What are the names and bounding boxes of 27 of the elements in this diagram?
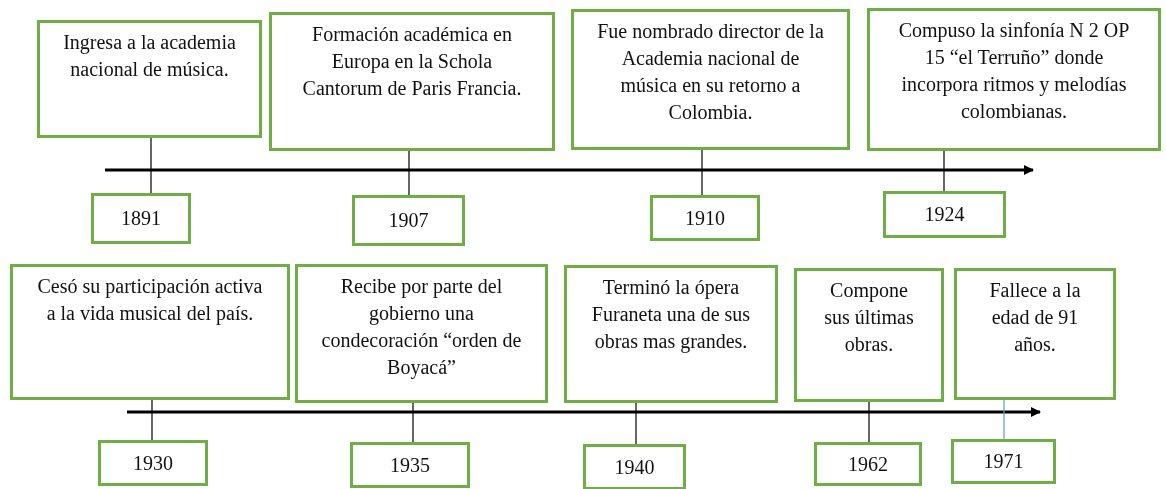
year-box: 1940 (583, 444, 686, 489)
connector-line (412, 402, 414, 443)
year-box: 1962 (814, 442, 922, 486)
event-box: Formación académica en Europa en la Schola Cantorum de Paris Francia. (269, 12, 555, 151)
connector-line (151, 399, 153, 441)
event-box: Compone sus últimas obras. (794, 268, 944, 402)
year-box: 1910 (650, 195, 760, 241)
year-box: 1930 (98, 440, 208, 486)
event-box: Ingresa a la academia nacional de música. (37, 20, 262, 138)
connector-line (1003, 399, 1005, 440)
connector-line (868, 401, 870, 443)
year-box: 1935 (350, 442, 470, 488)
connector-line (701, 149, 703, 196)
event-box: Fallece a la edad de 91 años. (954, 268, 1116, 400)
connector-line (150, 137, 152, 194)
event-box: Fue nombrado director de la Academia nacional de música en su retorno a Colombia. (571, 9, 850, 150)
event-box: Compuso la sinfonía N 2 OP 15 “el Terruño” donde incorpora ritmos y melodías colombianas. (867, 8, 1161, 151)
connector-line (408, 150, 410, 196)
connector-line (943, 150, 945, 192)
event-box: Cesó su participación activa a la vida musical del país. (10, 264, 290, 400)
event-box: Terminó la ópera Furaneta una de sus obras mas grandes. (564, 265, 778, 403)
year-box: 1907 (352, 195, 465, 246)
event-box: Recibe por parte del gobierno una condecoración “orden de Boyacá” (295, 264, 548, 403)
connector-line (635, 402, 637, 445)
year-box: 1971 (951, 439, 1056, 484)
year-box: 1924 (883, 191, 1006, 238)
year-box: 1891 (91, 193, 191, 244)
